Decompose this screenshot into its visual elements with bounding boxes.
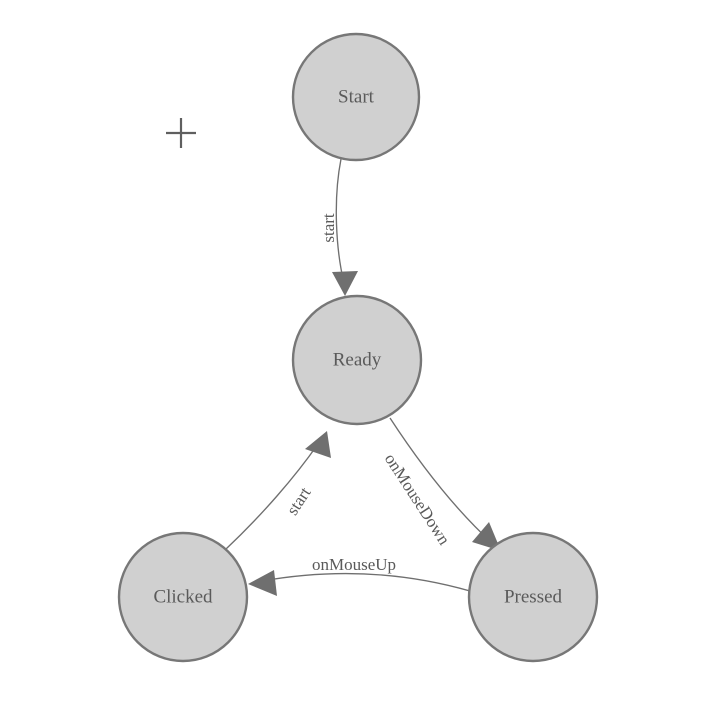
edge-path-start-to-ready <box>335 158 345 284</box>
node-pressed-circle <box>467 531 599 663</box>
edge-label-pressed-to-clicked: onMouseUp <box>312 555 396 574</box>
edge-ready-to-pressed[interactable]: onMouseDown <box>381 417 501 551</box>
node-ready[interactable]: Ready <box>291 294 423 426</box>
edge-start-to-ready[interactable]: start <box>319 158 358 296</box>
node-start[interactable]: Start <box>291 32 421 162</box>
edge-clicked-to-ready[interactable]: start <box>225 431 331 550</box>
edge-path-pressed-to-clicked <box>261 572 471 592</box>
arrowhead-pressed-to-clicked <box>248 570 277 596</box>
node-start-label: Start <box>338 86 375 107</box>
edge-label-clicked-to-ready: start <box>283 483 315 518</box>
arrowhead-clicked-to-ready <box>305 431 331 458</box>
crosshair-icon <box>166 118 196 148</box>
node-clicked[interactable]: Clicked <box>117 531 249 663</box>
arrowhead-start-to-ready <box>332 271 358 296</box>
node-clicked-label: Clicked <box>153 586 213 607</box>
node-ready-label: Ready <box>333 349 382 370</box>
node-ready-circle <box>291 294 423 426</box>
edge-path-ready-to-pressed <box>389 417 493 544</box>
node-pressed-label: Pressed <box>504 586 563 607</box>
node-start-circle <box>291 32 421 162</box>
node-pressed[interactable]: Pressed <box>467 531 599 663</box>
edge-label-ready-to-pressed: onMouseDown <box>381 450 454 549</box>
edge-label-start-to-ready: start <box>319 213 338 243</box>
node-clicked-circle <box>117 531 249 663</box>
arrowhead-ready-to-pressed <box>472 522 501 551</box>
edge-path-clicked-to-ready <box>225 443 319 550</box>
edge-pressed-to-clicked[interactable]: onMouseUp <box>248 555 471 596</box>
